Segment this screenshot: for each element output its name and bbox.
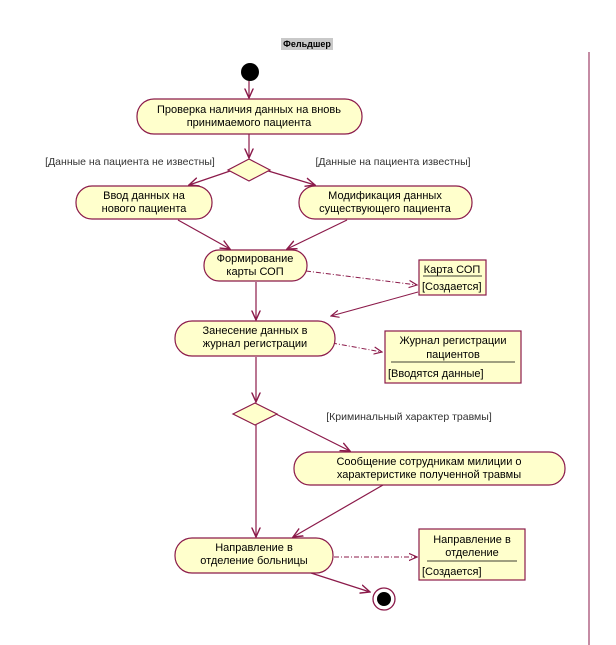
activity-referral-line1: Направление в: [215, 542, 293, 554]
activity-enter-line2: нового пациента: [102, 203, 188, 215]
flow-decision-to-enter: [189, 169, 234, 185]
objflow-card-to-log: [331, 291, 419, 316]
activity-notify-line1: Сообщение сотрудникам милиции о: [336, 456, 521, 468]
activity-notify-line2: характеристике полученной травмы: [337, 469, 521, 481]
object-card-name: Карта СОП: [424, 264, 481, 276]
flow-decision-to-modify: [264, 169, 315, 185]
control-flows: [177, 81, 384, 592]
object-registration-journal[interactable]: Журнал регистрации пациентов [Вводятся д…: [384, 330, 522, 384]
object-sop-card[interactable]: Карта СОП [Создается]: [418, 259, 487, 296]
decision-criminal-trauma[interactable]: [231, 402, 279, 426]
activity-check-line1: Проверка наличия данных на вновь: [157, 104, 341, 116]
activity-modify-line2: существующего пациента: [319, 203, 452, 215]
activity-log-entry[interactable]: Занесение данных в журнал регистрации: [174, 320, 336, 357]
flow-modify-to-form: [287, 219, 348, 249]
activity-referral-line2: отделение больницы: [200, 555, 307, 567]
activity-check-patient-data[interactable]: Проверка наличия данных на вновь принима…: [136, 98, 363, 135]
activity-enter-line1: Ввод данных на: [103, 190, 186, 202]
activity-enter-new-patient[interactable]: Ввод данных на нового пациента: [75, 185, 213, 220]
guard-data-unknown: [Данные на пациента не известны]: [45, 156, 215, 168]
object-referral-name-line1: Направление в: [433, 534, 511, 546]
objflow-form-to-card: [305, 270, 417, 285]
activity-modify-line1: Модификация данных: [328, 190, 442, 202]
flow-decision2-to-notify: [275, 413, 350, 451]
object-referral-state: [Создается]: [422, 566, 482, 578]
flow-enter-to-form: [177, 219, 230, 249]
activity-form-line1: Формирование: [217, 253, 294, 265]
activity-form-sop-card[interactable]: Формирование карты СОП: [203, 249, 308, 282]
object-referral-document[interactable]: Направление в отделение [Создается]: [418, 528, 526, 581]
object-journal-state: [Вводятся данные]: [388, 368, 484, 380]
object-journal-name-line1: Журнал регистрации: [400, 335, 507, 347]
end-node[interactable]: [372, 587, 396, 611]
object-card-state: [Создается]: [422, 281, 482, 293]
activity-modify-existing-patient[interactable]: Модификация данных существующего пациент…: [298, 185, 473, 220]
swimlane-header-bg: [281, 38, 333, 50]
activity-form-line2: карты СОП: [226, 266, 283, 278]
activity-notify-police[interactable]: Сообщение сотрудникам милиции о характер…: [293, 451, 566, 486]
object-journal-name-line2: пациентов: [426, 349, 480, 361]
activity-hospital-referral[interactable]: Направление в отделение больницы: [174, 537, 334, 574]
activity-check-line2: принимаемого пациента: [187, 117, 312, 129]
objflow-log-to-journal: [331, 342, 382, 352]
object-referral-name-line2: отделение: [445, 547, 499, 559]
decision-patient-data[interactable]: [226, 158, 272, 182]
swimlane-title: Фельдшер: [283, 39, 331, 49]
guard-data-known: [Данные на пациента известны]: [315, 156, 470, 168]
activity-log-line1: Занесение данных в: [203, 325, 308, 337]
start-node[interactable]: [241, 63, 259, 81]
flow-referral-to-end: [310, 572, 370, 592]
guard-criminal-trauma: [Криминальный характер травмы]: [326, 411, 492, 423]
flow-notify-to-referral: [293, 484, 384, 537]
object-flows: [305, 270, 419, 557]
activity-log-line2: журнал регистрации: [203, 338, 307, 350]
